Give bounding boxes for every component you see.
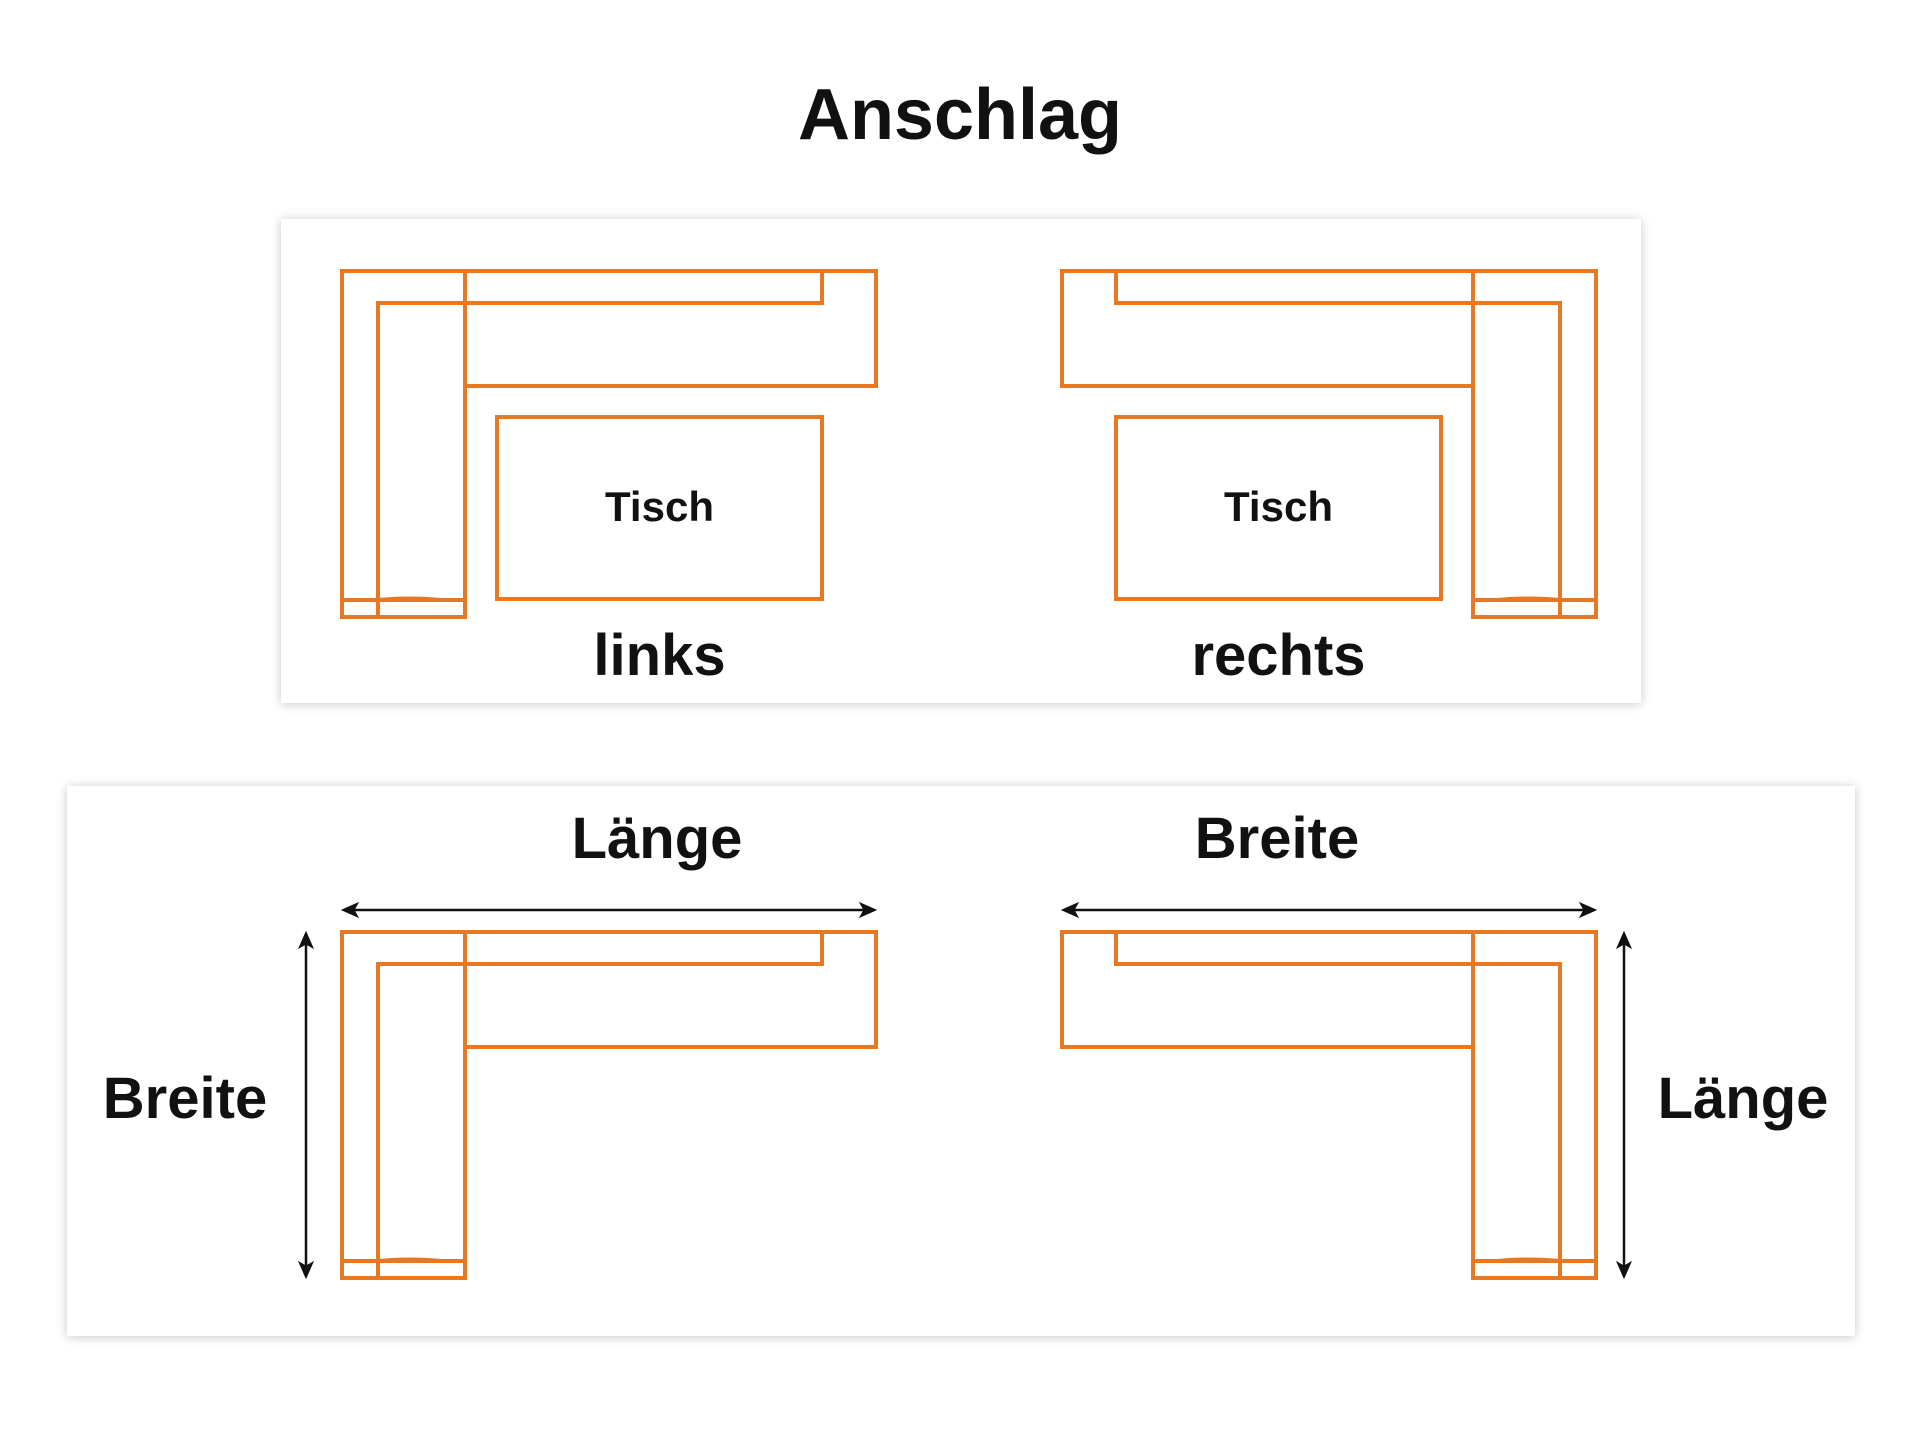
sofa-left-dimension-outline	[340, 930, 878, 1280]
width-arrow-left	[297, 930, 315, 1280]
dimension-label-side-right: Länge	[1657, 1066, 1829, 1131]
sofa-right-outline	[1060, 269, 1598, 619]
dimension-panel: Länge Breite Breite Länge	[67, 786, 1855, 1336]
table-left-outline	[495, 415, 824, 601]
length-arrow-left	[340, 901, 878, 919]
page-title: Anschlag	[797, 75, 1123, 155]
dimension-label-top-right: Breite	[1194, 806, 1360, 871]
sofa-right-dimension-outline	[1060, 930, 1598, 1280]
table-label-right: Tisch	[1224, 483, 1333, 530]
table-label-left: Tisch	[605, 483, 714, 530]
length-arrow-right	[1615, 930, 1633, 1280]
dimension-label-side-left: Breite	[102, 1066, 268, 1131]
width-arrow-right	[1060, 901, 1598, 919]
dimension-diagram	[297, 901, 1633, 1280]
dimension-label-top-left: Länge	[571, 806, 743, 871]
orientation-diagram	[340, 269, 1598, 619]
side-label-rechts: rechts	[1191, 623, 1366, 688]
side-label-links: links	[593, 623, 726, 688]
sofa-left-outline	[340, 269, 878, 619]
table-right-outline	[1114, 415, 1443, 601]
orientation-panel: Tisch Tisch links rechts	[281, 219, 1641, 703]
